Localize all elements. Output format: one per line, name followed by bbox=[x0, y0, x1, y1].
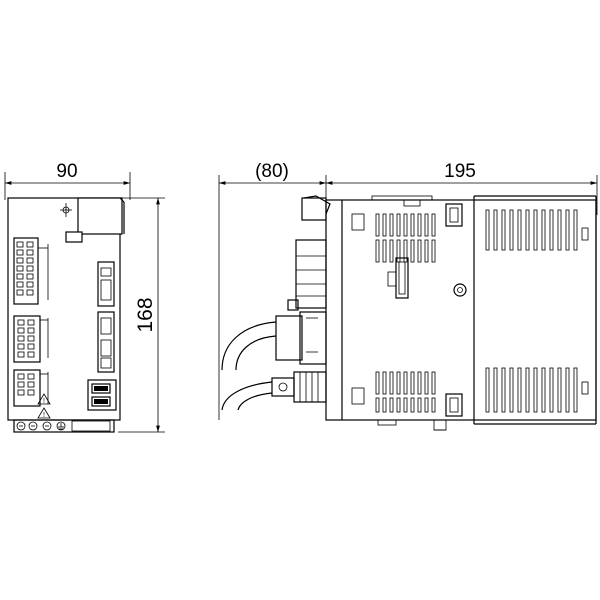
terminal-block-upper bbox=[13, 237, 49, 305]
terminal-block-middle bbox=[13, 315, 49, 363]
warning-icon: ! ! bbox=[37, 393, 51, 419]
vent-upper-left bbox=[375, 213, 436, 263]
dim-label-front-width: 90 bbox=[56, 161, 77, 182]
dimension-side-clearance: (80) bbox=[218, 161, 326, 420]
bottom-terminal-strip bbox=[13, 419, 115, 433]
front-view: ! ! bbox=[7, 197, 125, 433]
dim-label-height: 168 bbox=[134, 297, 157, 332]
side-view bbox=[221, 195, 597, 431]
heatsink-vent-upper bbox=[485, 209, 578, 251]
svg-text:!: ! bbox=[43, 412, 45, 419]
dimension-height: 168 bbox=[118, 197, 165, 433]
svg-text:!: ! bbox=[43, 398, 45, 405]
dim-label-side-clearance: (80) bbox=[255, 161, 289, 182]
dimension-front-width: 90 bbox=[4, 161, 131, 200]
cables bbox=[221, 321, 277, 411]
dimension-side-depth: 195 bbox=[325, 161, 598, 215]
heatsink-vent-lower bbox=[485, 367, 578, 413]
terminal-block-lower bbox=[13, 369, 49, 407]
side-connector-stack bbox=[271, 195, 331, 403]
front-connector-column bbox=[87, 261, 117, 411]
mount-screw-icon bbox=[60, 203, 72, 217]
side-screw-icon bbox=[453, 283, 467, 297]
vent-lower-left bbox=[375, 371, 436, 413]
dim-label-side-depth: 195 bbox=[444, 161, 476, 182]
